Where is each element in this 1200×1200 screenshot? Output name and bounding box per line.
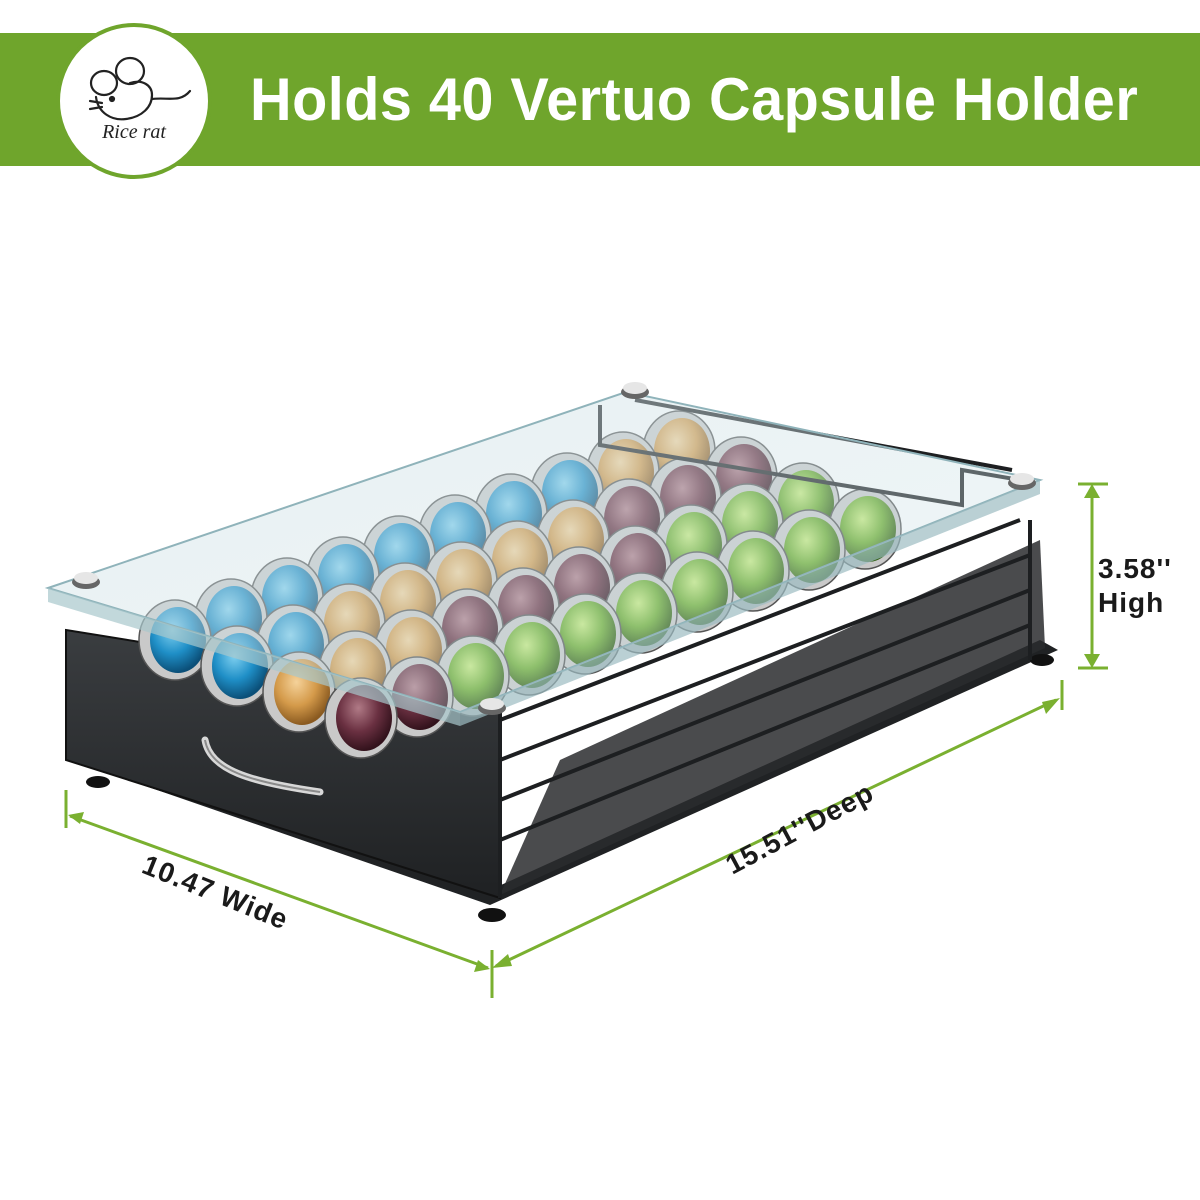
mesh-side xyxy=(500,540,1045,895)
height-unit: High xyxy=(1098,587,1165,618)
foot xyxy=(86,776,110,788)
foot xyxy=(1030,654,1054,666)
logo-text: Rice rat xyxy=(102,121,166,143)
height-value: 3.58'' xyxy=(1098,553,1172,584)
banner-title: Holds 40 Vertuo Capsule Holder xyxy=(250,66,1139,133)
chrome-caps xyxy=(72,382,1036,715)
depth-arrow xyxy=(492,680,1064,968)
foot xyxy=(478,908,506,922)
brand-logo: Rice rat xyxy=(56,23,212,179)
mouse-icon xyxy=(88,56,192,121)
height-arrow xyxy=(1078,482,1108,670)
height-label: 3.58'' High xyxy=(1098,552,1172,620)
width-arrow xyxy=(64,790,494,998)
